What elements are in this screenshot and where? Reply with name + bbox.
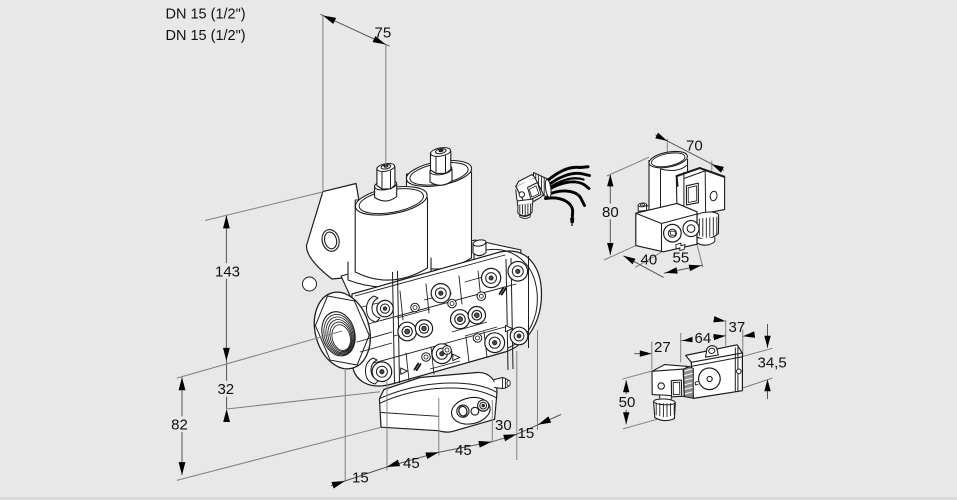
- svg-text:15: 15: [518, 425, 535, 442]
- svg-text:37: 37: [729, 319, 746, 336]
- svg-text:DN 15 (1/2"): DN 15 (1/2"): [166, 7, 246, 23]
- svg-text:75: 75: [375, 25, 392, 42]
- svg-text:64: 64: [695, 330, 712, 347]
- svg-text:143: 143: [215, 263, 240, 280]
- svg-text:55: 55: [673, 250, 690, 267]
- svg-text:82: 82: [171, 417, 188, 434]
- svg-text:45: 45: [403, 455, 420, 472]
- svg-text:32: 32: [217, 381, 234, 398]
- svg-text:27: 27: [654, 339, 671, 356]
- svg-text:45: 45: [455, 442, 472, 459]
- svg-text:50: 50: [619, 394, 636, 411]
- svg-text:80: 80: [602, 204, 619, 221]
- svg-text:34,5: 34,5: [758, 355, 787, 372]
- svg-text:DN 15 (1/2"): DN 15 (1/2"): [166, 28, 246, 44]
- svg-text:15: 15: [352, 470, 369, 487]
- svg-text:30: 30: [495, 417, 512, 434]
- svg-text:70: 70: [686, 137, 703, 154]
- svg-text:40: 40: [641, 251, 658, 268]
